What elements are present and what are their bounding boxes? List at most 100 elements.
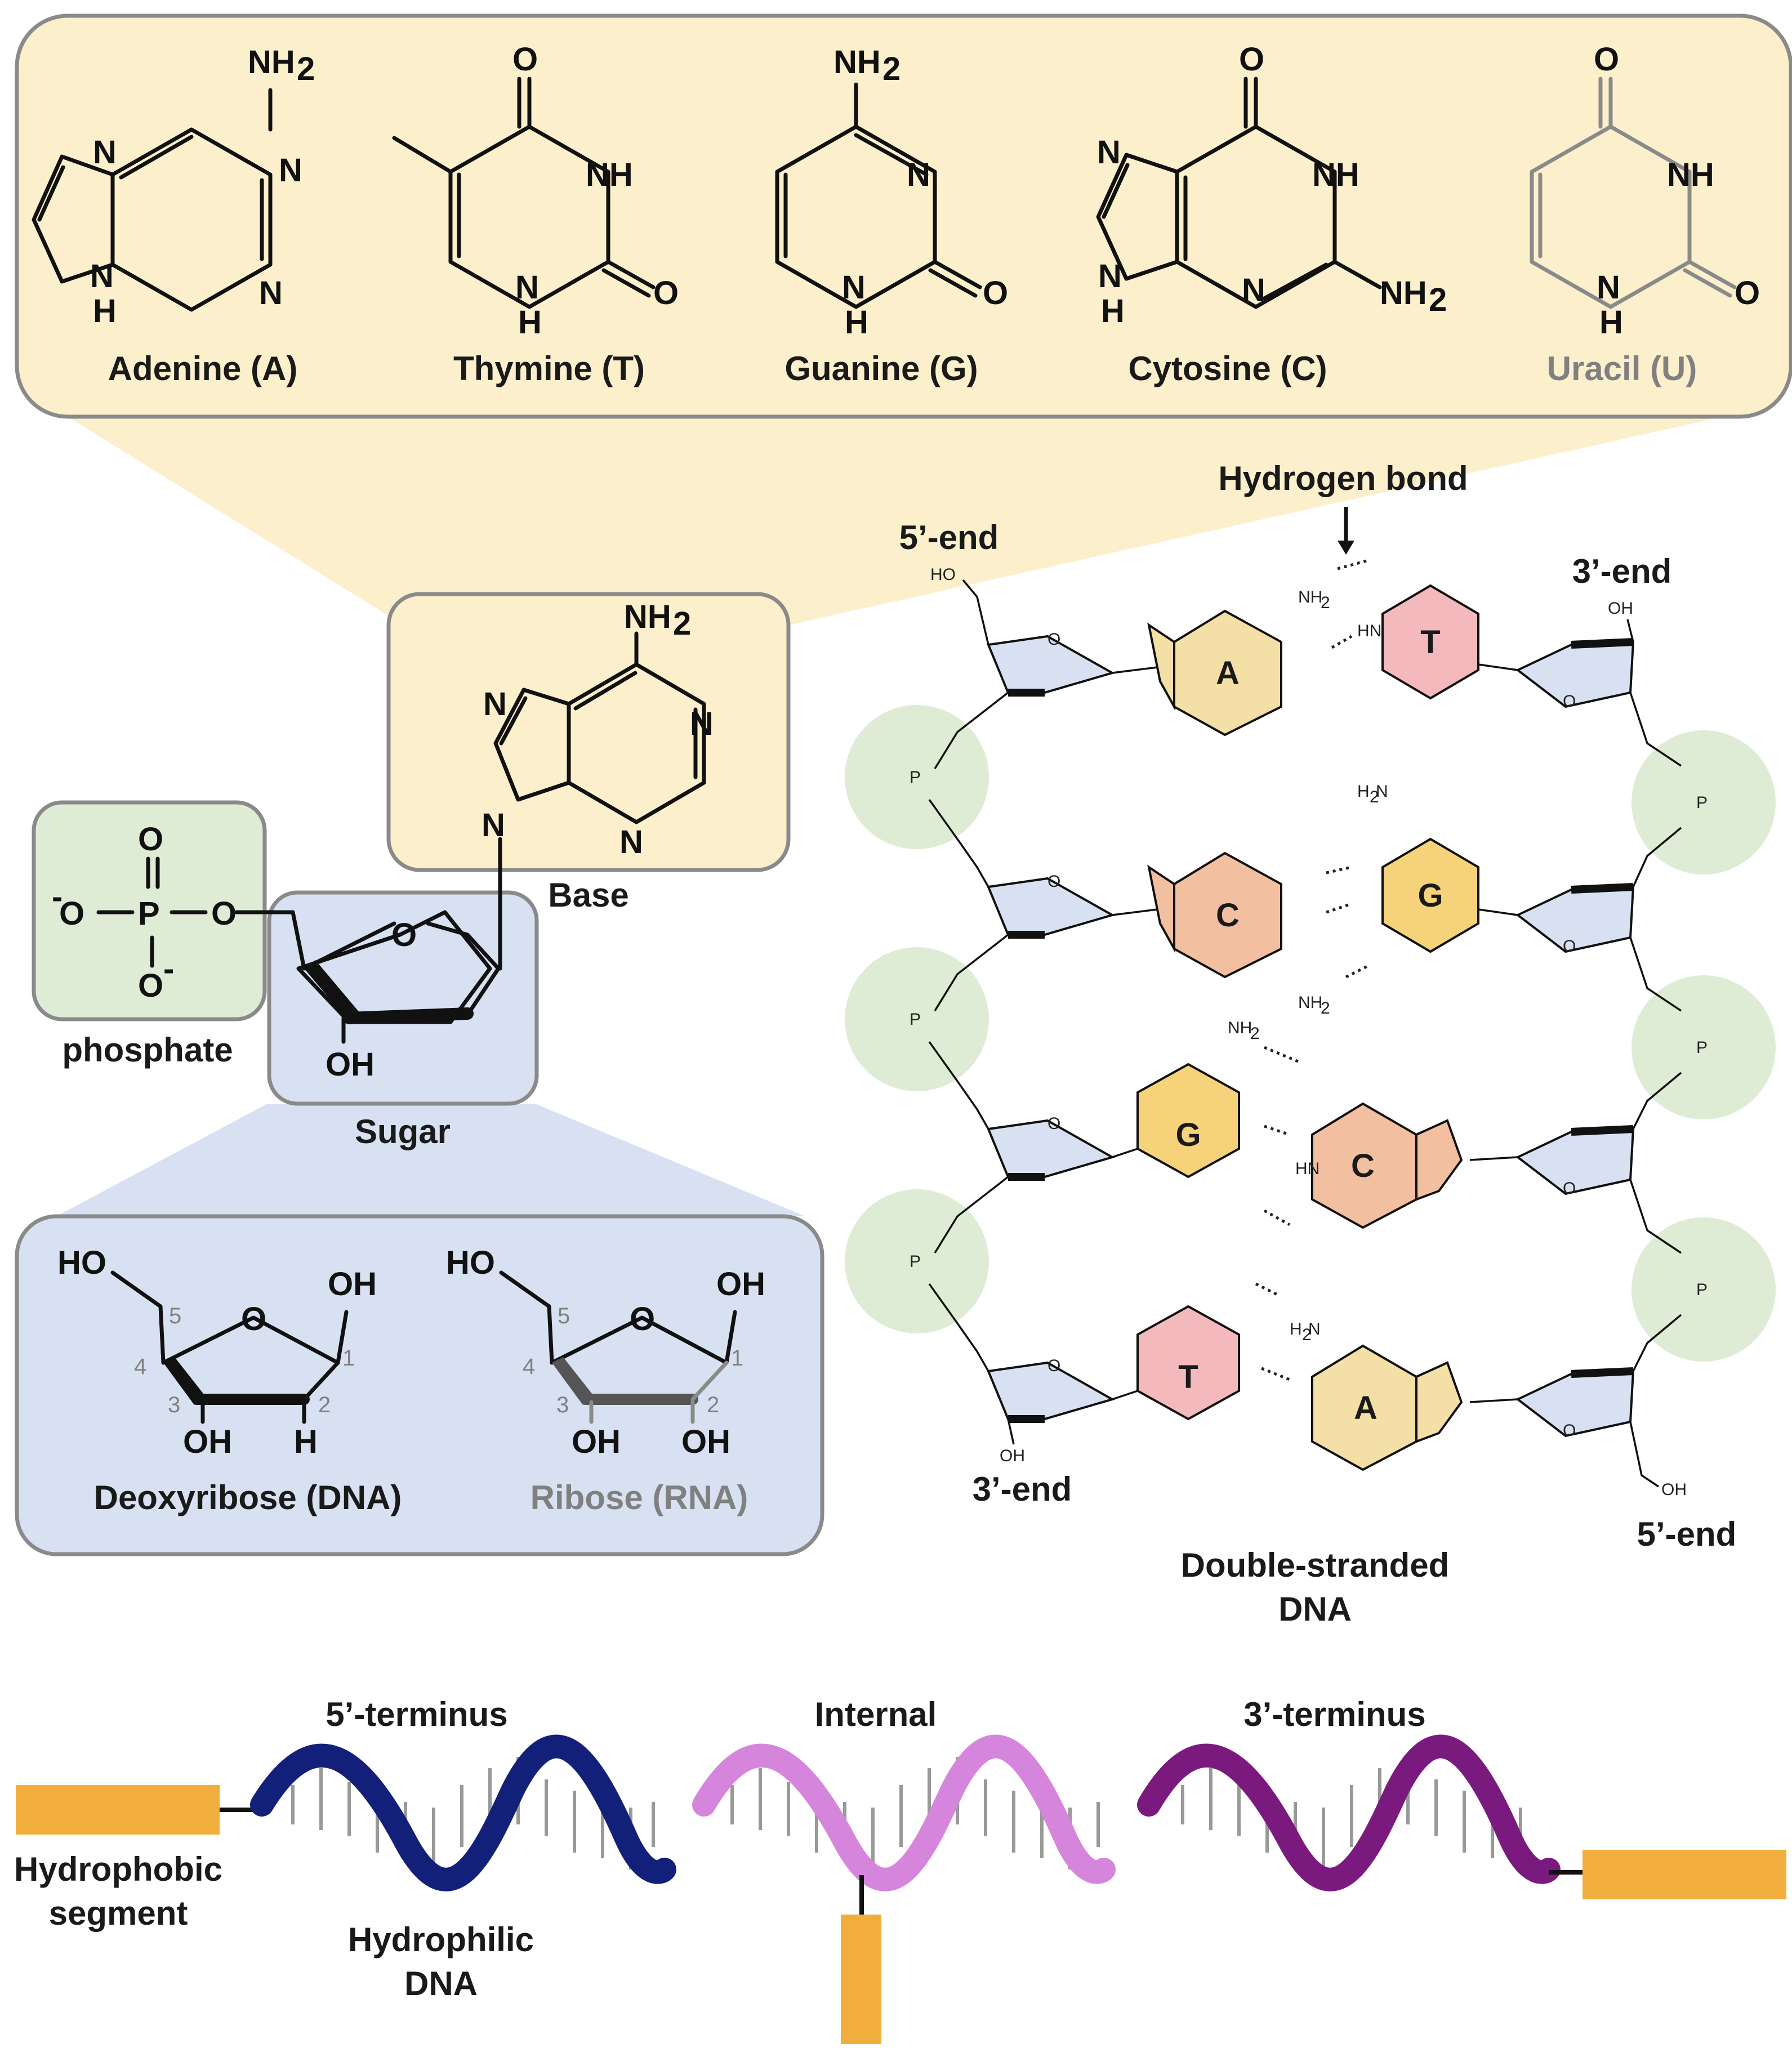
svg-text:O: O bbox=[1563, 937, 1576, 956]
three-terminus-label: 3’-terminus bbox=[1243, 1695, 1425, 1733]
hydrophobic-segment-5 bbox=[16, 1785, 220, 1835]
svg-text:N: N bbox=[93, 134, 117, 171]
svg-text:N: N bbox=[90, 258, 114, 295]
left-base-4: T bbox=[1178, 1359, 1198, 1395]
left-bases: A NH2 C NH2 G NH2 T bbox=[1112, 588, 1330, 1421]
five-end-bottom-label: 5’-end bbox=[1637, 1515, 1737, 1553]
svg-text:P: P bbox=[1696, 1038, 1708, 1057]
right-base-1: T bbox=[1420, 624, 1440, 661]
svg-text:HN: HN bbox=[1295, 1159, 1320, 1178]
svg-text:HO: HO bbox=[446, 1244, 495, 1281]
three-terminus-conjugate bbox=[1137, 1734, 1786, 1899]
five-end-top-label: 5’-end bbox=[899, 519, 999, 556]
base-label: Base bbox=[548, 876, 628, 914]
svg-text:NH: NH bbox=[248, 44, 295, 81]
svg-text:H: H bbox=[1599, 304, 1623, 341]
left-base-2: C bbox=[1216, 897, 1240, 934]
svg-text:NH: NH bbox=[624, 599, 671, 635]
svg-text:OH: OH bbox=[1608, 599, 1633, 618]
svg-text:5: 5 bbox=[558, 1304, 570, 1328]
dna-amphiphile-conjugates: 5’-terminus Internal 3’-terminus Hydroph… bbox=[14, 1695, 1786, 2044]
svg-text:H: H bbox=[294, 1424, 318, 1460]
svg-text:OH: OH bbox=[1661, 1480, 1687, 1499]
svg-text:O: O bbox=[1047, 630, 1060, 649]
svg-text:2: 2 bbox=[318, 1393, 331, 1417]
svg-text:O: O bbox=[241, 1301, 266, 1337]
hydrophilic-label-line1: Hydrophilic bbox=[348, 1921, 534, 1958]
svg-text:NH: NH bbox=[1298, 993, 1322, 1012]
svg-text:O: O bbox=[1594, 41, 1619, 78]
svg-text:O: O bbox=[1735, 275, 1760, 311]
left-base-3: G bbox=[1175, 1117, 1201, 1153]
svg-text:P: P bbox=[910, 1252, 921, 1271]
svg-text:NH: NH bbox=[1298, 588, 1322, 606]
svg-text:OH: OH bbox=[183, 1424, 232, 1460]
svg-text:O: O bbox=[1239, 41, 1264, 78]
svg-text:O: O bbox=[512, 41, 538, 78]
left-base-1: A bbox=[1216, 655, 1240, 691]
three-end-top-label: 3’-end bbox=[1572, 552, 1672, 590]
base-panel-funnel bbox=[68, 417, 1723, 625]
phosphate-label: phosphate bbox=[62, 1031, 233, 1069]
svg-text:2: 2 bbox=[707, 1393, 719, 1417]
left-backbone: O O O O HO OH P P P bbox=[910, 565, 1116, 1465]
svg-text:O: O bbox=[391, 917, 417, 953]
five-terminus-label: 5’-terminus bbox=[326, 1695, 507, 1733]
svg-text:OH: OH bbox=[1000, 1447, 1025, 1465]
svg-text:4: 4 bbox=[134, 1354, 146, 1379]
dsdna-title-line1: Double-stranded bbox=[1181, 1546, 1450, 1584]
adenine-label: Adenine (A) bbox=[108, 350, 298, 387]
svg-text:P: P bbox=[1696, 793, 1708, 812]
svg-text:H: H bbox=[1290, 1320, 1302, 1338]
svg-text:O: O bbox=[630, 1301, 655, 1337]
svg-text:2: 2 bbox=[1370, 788, 1379, 806]
svg-text:-: - bbox=[163, 951, 174, 987]
svg-text:2: 2 bbox=[297, 51, 315, 87]
svg-text:2: 2 bbox=[1250, 1024, 1260, 1043]
svg-text:OH: OH bbox=[328, 1266, 377, 1302]
svg-text:NH: NH bbox=[1380, 275, 1427, 311]
svg-text:OH: OH bbox=[681, 1424, 730, 1460]
svg-text:N: N bbox=[1597, 269, 1620, 306]
svg-text:-: - bbox=[52, 878, 63, 915]
base-panel-box bbox=[15, 14, 1792, 419]
sugar-panel: O HO OH OH H 5 4 3 2 1 Deoxyribose (DNA)… bbox=[15, 1214, 824, 1556]
svg-text:NH: NH bbox=[1312, 157, 1359, 193]
svg-text:P: P bbox=[910, 1010, 921, 1029]
svg-text:N: N bbox=[619, 824, 643, 860]
svg-text:P: P bbox=[910, 768, 921, 787]
double-stranded-dna: O O O O HO OH P P P bbox=[845, 459, 1776, 1628]
dsdna-title-line2: DNA bbox=[1278, 1590, 1352, 1628]
sugar-label: Sugar bbox=[355, 1113, 451, 1150]
svg-text:P: P bbox=[138, 895, 160, 932]
three-end-bottom-label: 3’-end bbox=[973, 1470, 1072, 1508]
base-box bbox=[386, 592, 791, 872]
svg-text:HO: HO bbox=[930, 565, 956, 584]
guanine-label: Guanine (G) bbox=[784, 350, 978, 387]
deoxyribose-structure: O HO OH OH H 5 4 3 2 1 Deoxyribose (DNA) bbox=[57, 1244, 402, 1516]
svg-text:NH: NH bbox=[586, 157, 633, 193]
svg-text:4: 4 bbox=[523, 1354, 535, 1379]
svg-text:N: N bbox=[1242, 272, 1265, 309]
svg-text:OH: OH bbox=[572, 1424, 621, 1460]
svg-text:N: N bbox=[842, 269, 866, 306]
thymine-label: Thymine (T) bbox=[453, 350, 645, 387]
hydrogen-bonds bbox=[1255, 507, 1370, 1381]
svg-text:N: N bbox=[1098, 258, 1122, 295]
svg-text:H: H bbox=[845, 304, 868, 341]
svg-text:NH: NH bbox=[833, 44, 881, 81]
svg-text:N: N bbox=[1097, 134, 1121, 171]
svg-text:H: H bbox=[518, 304, 542, 341]
svg-text:HN: HN bbox=[1357, 622, 1381, 640]
svg-text:N: N bbox=[279, 152, 302, 189]
svg-text:NH: NH bbox=[1667, 157, 1714, 193]
ribose-label: Ribose (RNA) bbox=[531, 1479, 748, 1516]
svg-text:N: N bbox=[483, 686, 507, 722]
svg-text:2: 2 bbox=[1321, 594, 1330, 612]
svg-text:N: N bbox=[690, 706, 714, 742]
svg-text:2: 2 bbox=[1321, 999, 1330, 1018]
svg-text:N: N bbox=[1308, 1320, 1321, 1338]
